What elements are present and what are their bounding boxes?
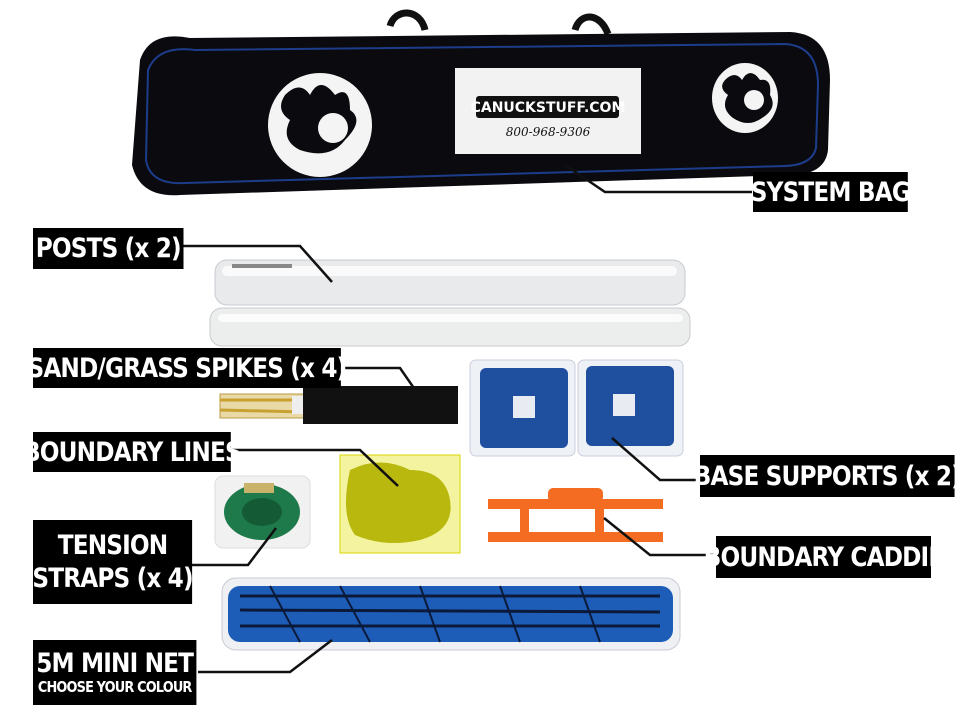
- mini-net-subtext: CHOOSE YOUR COLOUR: [37, 678, 192, 696]
- posts-text: POSTS (x 2): [35, 233, 182, 264]
- posts: [209, 259, 691, 347]
- mini-net-pointer: [198, 639, 333, 674]
- boundary-lines: [339, 454, 461, 554]
- boundary-caddie-pointer: [603, 517, 716, 557]
- posts-pointer: [180, 244, 333, 283]
- label-boundary-caddie: BOUNDARY CADDIE: [704, 536, 944, 578]
- bag-brand-text: CANUCKSTUFF.COM: [471, 100, 626, 116]
- label-boundary-lines: BOUNDARY LINES: [23, 432, 242, 472]
- tension-straps: [214, 475, 311, 549]
- leaf-logo-right-icon: [712, 63, 778, 133]
- label-tension-straps: TENSION STRAPS (x 4): [32, 520, 194, 604]
- boundary-caddie-text: BOUNDARY CADDIE: [703, 541, 945, 573]
- spikes-text: SAND/GRASS SPIKES (x 4): [27, 352, 347, 384]
- base-supports: [469, 359, 684, 457]
- boundary-lines-text: BOUNDARY LINES: [22, 436, 242, 468]
- boundary-caddie: [488, 488, 663, 542]
- label-system-bag: SYSTEM BAG: [750, 172, 911, 212]
- spikes-pointer: [342, 366, 420, 395]
- system-bag-text: SYSTEM BAG: [750, 176, 911, 208]
- bag-phone-text: 800-968-9306: [506, 125, 591, 139]
- label-spikes: SAND/GRASS SPIKES (x 4): [27, 348, 347, 388]
- tension-straps-line1: TENSION: [57, 530, 169, 561]
- boundary-lines-pointer: [232, 448, 399, 487]
- mini-net: [221, 577, 681, 651]
- label-posts: POSTS (x 2): [33, 228, 184, 269]
- sand-grass-spikes: [219, 386, 458, 424]
- tension-straps-pointer: [192, 527, 277, 567]
- tension-straps-line2: STRAPS (x 4): [32, 563, 193, 594]
- system-bag: CANUCKSTUFF.COM 800-968-9306: [132, 9, 830, 196]
- base-supports-pointer: [611, 437, 700, 482]
- base-supports-text: BASE SUPPORTS (x 2): [693, 460, 962, 492]
- leaf-logo-left-icon: [268, 73, 372, 177]
- label-mini-net: 5M MINI NET CHOOSE YOUR COLOUR: [33, 640, 197, 705]
- mini-net-text: 5M MINI NET: [36, 648, 194, 679]
- label-base-supports: BASE SUPPORTS (x 2): [694, 455, 962, 497]
- system-bag-pointer: [564, 163, 752, 194]
